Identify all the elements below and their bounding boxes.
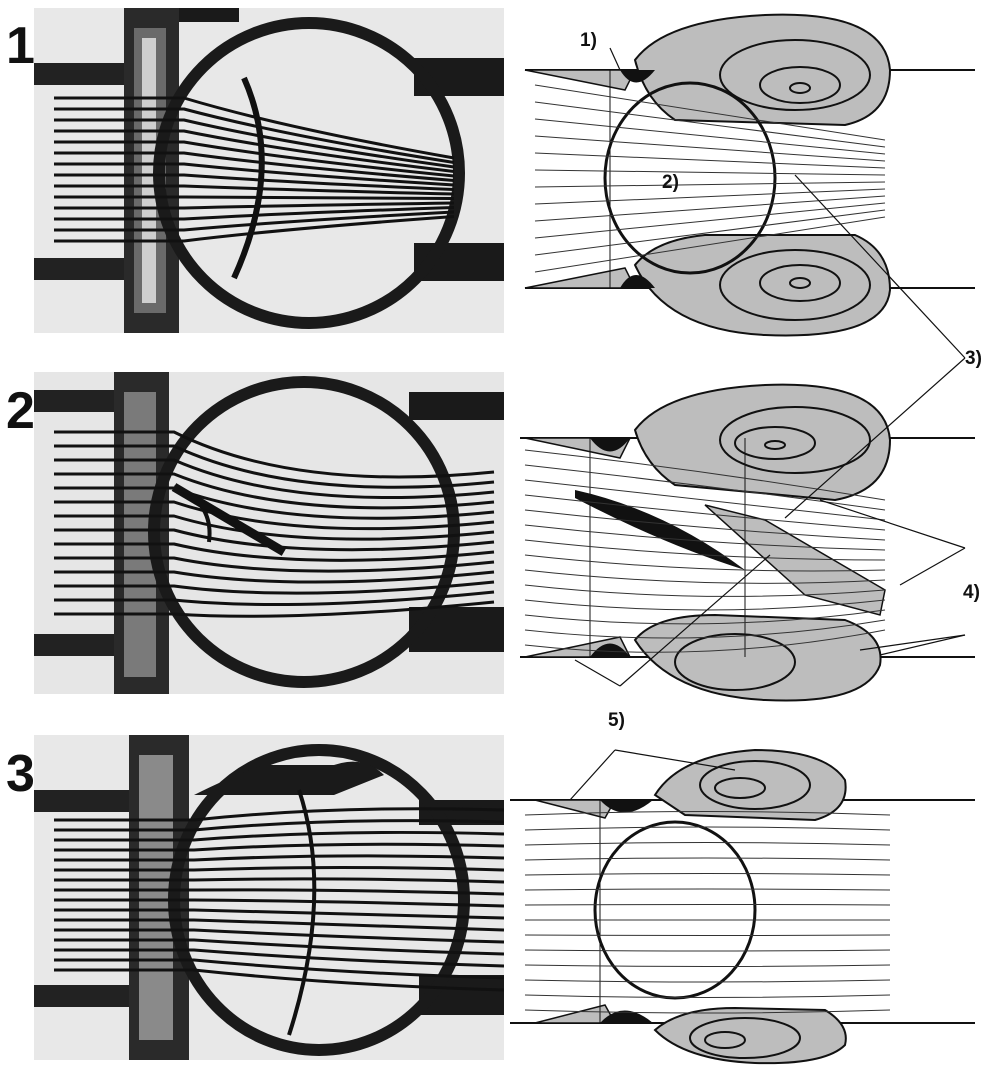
streamline: [525, 965, 890, 967]
flow-photo-3: [34, 735, 504, 1060]
panel-number-2: 2: [6, 385, 35, 437]
streamline: [535, 189, 885, 204]
flow-photo-1: [34, 8, 504, 333]
streamline: [535, 182, 885, 187]
flow-photo-2: [34, 372, 504, 694]
streamline: [525, 950, 890, 951]
label-4: 4): [963, 582, 980, 604]
streamline: [525, 858, 890, 860]
streamline: [535, 153, 885, 168]
streamline: [525, 843, 890, 846]
streamline: [525, 889, 890, 890]
label-2: 2): [662, 172, 679, 194]
streamline: [525, 935, 890, 936]
panel-number-3: 3: [6, 748, 35, 800]
label-3: 3): [965, 348, 982, 370]
streamline: [535, 170, 885, 175]
streamline: [54, 197, 454, 199]
streamline: [525, 905, 890, 906]
flow-diagram-3: [505, 740, 995, 1068]
panel-number-1: 1: [6, 20, 35, 72]
streamline: [525, 980, 890, 982]
streamline: [525, 874, 890, 876]
label-5: 5): [608, 710, 625, 732]
flow-diagram-1: [505, 0, 995, 345]
streamline: [525, 995, 890, 998]
flow-diagram-2: [505, 370, 995, 705]
label-1: 1): [580, 30, 597, 52]
